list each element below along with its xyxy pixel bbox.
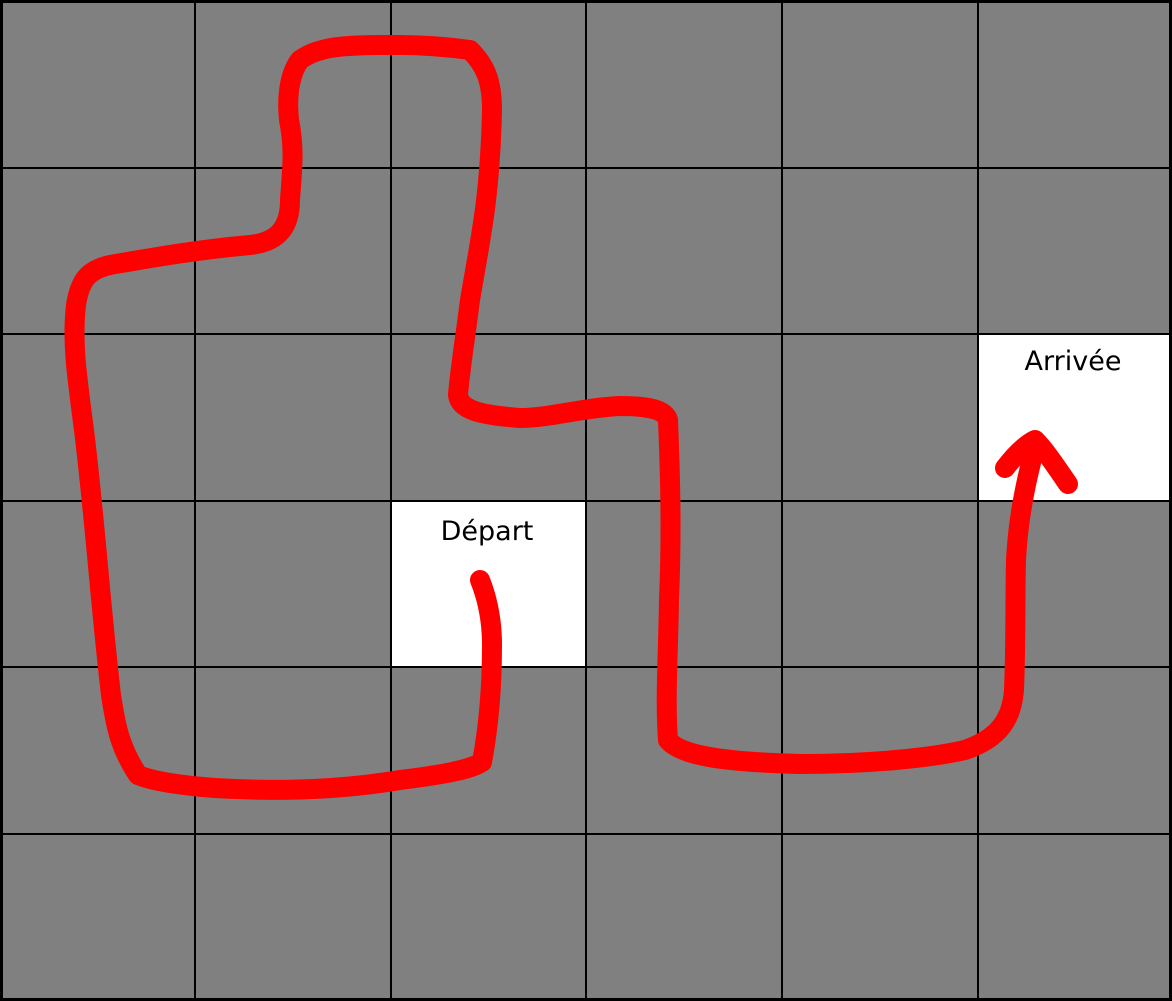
grid-cell-r5-c3: [585, 833, 783, 1000]
drawn-route: [64, 35, 1078, 800]
arrow-head-icon: [995, 430, 1078, 494]
grid-cell-r2-c4: [781, 333, 979, 502]
grid-cell-r5-c2: [390, 833, 587, 1000]
grid-cell-r4-c1: [194, 666, 392, 835]
start-label: Départ: [441, 516, 534, 547]
grid-cell-r5-c4: [781, 833, 979, 1000]
goal-label: Arrivée: [1025, 346, 1122, 377]
grid-cell-r2-c3: [585, 333, 783, 502]
grid-cell-r0-c0: [1, 1, 196, 169]
grid-cell-r2-c1: [194, 333, 392, 502]
route-line: [64, 35, 1045, 800]
grid-cell-r1-c5: [977, 167, 1171, 335]
grid-cell-r1-c4: [781, 167, 979, 335]
grid-cell-r0-c4: [781, 1, 979, 169]
grid-cell-r4-c0: [1, 666, 196, 835]
cell-labels: Départ Arrivée: [441, 346, 1122, 547]
grid-cell-r5-c5: [977, 833, 1171, 1000]
grid-cell-r0-c5: [977, 1, 1171, 169]
grid-cell-r1-c3: [585, 167, 783, 335]
grid-cell-r5-c1: [194, 833, 392, 1000]
grid-cell-r5-c0: [1, 833, 196, 1000]
grid-cell-r3-c4: [781, 500, 979, 668]
grid-cell-r3-c3: [585, 500, 783, 668]
grid-cell-r3-c1: [194, 500, 392, 668]
grid-cell-r0-c3: [585, 1, 783, 169]
